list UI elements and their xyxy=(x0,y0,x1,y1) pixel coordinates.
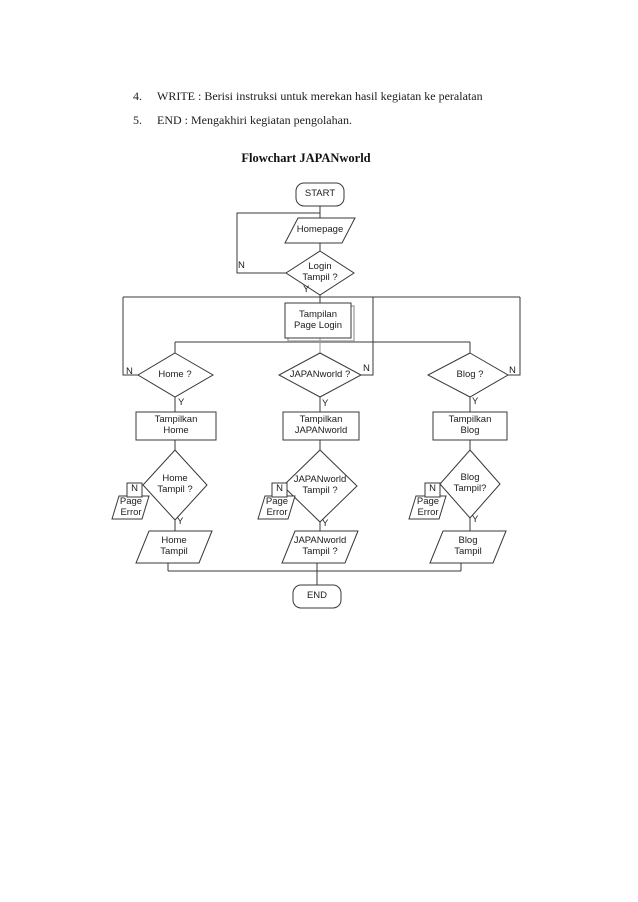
list-item-number: 4. xyxy=(133,89,142,103)
blog-tampil-yes-label: Y xyxy=(472,514,479,525)
japanworld-decision xyxy=(277,352,363,398)
no-label-box-blog xyxy=(424,482,441,498)
list-item-number: 5. xyxy=(133,113,142,127)
tampilan-page-login-label: Tampilan Page Login xyxy=(293,309,343,331)
homepage-node xyxy=(284,217,356,244)
login-no-label: N xyxy=(238,260,245,271)
blog-no-label: N xyxy=(509,365,516,376)
edge-login-no-loop xyxy=(236,212,320,274)
list-item-text: WRITE : Berisi instruksi untuk merekan h… xyxy=(157,89,483,103)
flow-shapes xyxy=(111,182,509,609)
blog-yes-label: Y xyxy=(472,396,479,407)
edge-home-no-rail xyxy=(122,297,138,376)
home-tampil-out-label: Home Tampil xyxy=(160,535,188,557)
end-label: END xyxy=(306,590,328,601)
blog-tampil-no-label: N xyxy=(429,483,436,494)
login-yes-label: Y xyxy=(303,284,310,295)
home-yes-label: Y xyxy=(178,397,185,408)
blog-tampil-decision xyxy=(439,449,501,519)
flowchart-title: Flowchart JAPANworld xyxy=(241,151,371,165)
home-no-label: N xyxy=(126,366,133,377)
page-error-label-japanworld: Page Error xyxy=(265,496,289,518)
home-tampil-output xyxy=(135,530,213,564)
tampilkan-japanworld-label: Tampilkan JAPANworld xyxy=(294,414,348,436)
japanworld-tampil-q-label: JAPANworld Tampil ? xyxy=(293,474,347,496)
tampilkan-japanworld-node xyxy=(282,411,360,441)
japanworld-tampil-output xyxy=(281,530,359,564)
japanworld-tampil-decision xyxy=(282,449,358,523)
no-label-box-japanworld xyxy=(271,482,288,498)
page-error-label-blog: Page Error xyxy=(416,496,440,518)
home-tampil-no-label: N xyxy=(131,483,138,494)
end-node xyxy=(292,584,342,609)
no-label-box-home xyxy=(126,482,143,498)
home-decision xyxy=(137,352,214,398)
tampilkan-blog-node xyxy=(432,411,508,441)
tampilkan-home-label: Tampilkan Home xyxy=(154,414,198,436)
japanworld-q-label: JAPANworld ? xyxy=(289,369,351,380)
edge-japanworld-no-rail xyxy=(361,297,374,376)
blog-tampil-out-label: Blog Tampil xyxy=(454,535,482,557)
blog-tampil-output xyxy=(429,530,507,564)
edge-blog-no-rail xyxy=(508,297,521,376)
blog-q-label: Blog ? xyxy=(456,369,484,380)
list-item-text: END : Mengakhiri kegiatan pengolahan. xyxy=(157,113,352,127)
blog-decision xyxy=(426,352,509,398)
homepage-label: Homepage xyxy=(296,224,344,235)
home-tampil-q-label: Home Tampil ? xyxy=(157,473,193,495)
home-tampil-yes-label: Y xyxy=(177,516,184,527)
blog-tampil-q-label: Blog Tampil? xyxy=(453,472,487,494)
home-tampil-decision xyxy=(142,449,208,521)
tampilkan-blog-label: Tampilkan Blog xyxy=(448,414,492,436)
tampilkan-home-node xyxy=(135,411,217,441)
tampilan-page-login-node xyxy=(284,302,352,339)
japanworld-tampil-yes-label: Y xyxy=(322,518,329,529)
home-q-label: Home ? xyxy=(158,369,192,380)
japanworld-tampil-out-label: JAPANworld Tampil ? xyxy=(293,535,347,557)
start-label: START xyxy=(304,188,336,199)
japanworld-no-label: N xyxy=(363,363,370,374)
japanworld-yes-label: Y xyxy=(322,398,329,409)
login-tampil-label: Login Tampil ? xyxy=(302,261,338,283)
login-tampil-decision xyxy=(285,250,355,296)
page-error-label-home: Page Error xyxy=(119,496,143,518)
flow-connectors xyxy=(122,206,521,585)
start-node xyxy=(295,182,345,207)
japanworld-tampil-no-label: N xyxy=(276,483,283,494)
